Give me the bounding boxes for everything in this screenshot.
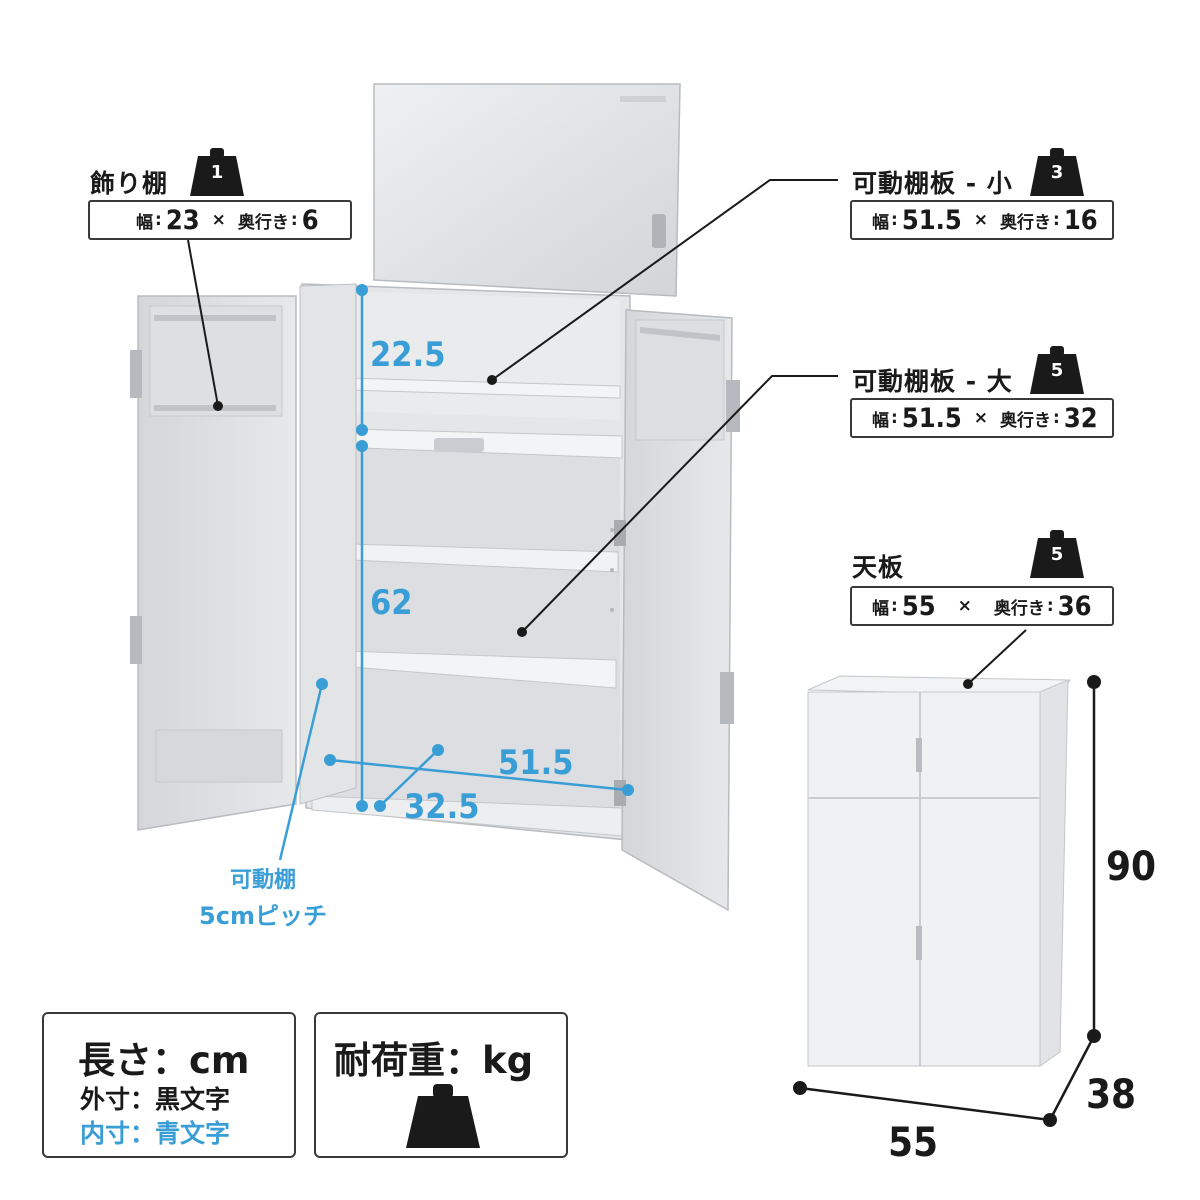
adjustable-line1: 可動棚 [229, 868, 296, 893]
leader-lines [187, 179, 1027, 685]
inner-depth-value: 32.5 [404, 787, 479, 827]
decor-shelf-spec: 幅: 23 × 奥行き: 6 [88, 200, 352, 240]
weight-icon: 5 [1030, 530, 1084, 578]
adjustable-shelf-note: 可動棚 5cmピッチ [186, 862, 340, 931]
depth-label: 奥行き [237, 212, 289, 233]
depth-value: 32 [1063, 402, 1098, 434]
right-door [614, 309, 740, 912]
times-sign: × [973, 408, 988, 428]
outer-dimension-lines [793, 675, 1101, 1127]
cabinet-lid [373, 83, 681, 297]
times-sign: × [211, 210, 226, 230]
width-label: 幅 [136, 212, 153, 233]
left-inner-door [299, 283, 357, 805]
top-board-spec: 幅: 55 × 奥行き: 36 [850, 586, 1114, 626]
leader-dots [213, 375, 973, 689]
weight-icon: 3 [1030, 148, 1084, 196]
decor-shelf-title: 飾り棚 [90, 169, 169, 198]
closed-cabinet [807, 675, 1071, 1067]
large-shelf-spec: 幅: 51.5 × 奥行き: 32 [850, 398, 1114, 438]
weight-icon [406, 1084, 480, 1148]
cabinet-body [301, 283, 631, 841]
left-door [130, 295, 297, 831]
top-board-title: 天板 [852, 553, 905, 582]
small-shelf-weight: 3 [1050, 162, 1064, 183]
decor-shelf-weight: 1 [210, 162, 224, 183]
large-shelf-weight: 5 [1050, 360, 1064, 381]
small-shelf-spec: 幅: 51.5 × 奥行き: 16 [850, 200, 1114, 240]
weight-icon: 1 [190, 148, 244, 196]
depth-value: 36 [1057, 590, 1092, 622]
inner-dimension-lines [278, 284, 634, 861]
length-title: 長さ：cm [78, 1039, 250, 1082]
inner-width-value: 51.5 [498, 743, 573, 783]
large-shelf-title: 可動棚板 - 大 [852, 367, 1013, 396]
width-label: 幅 [872, 410, 889, 431]
width-value: 51.5 [901, 204, 962, 236]
outer-height-value: 90 [1106, 844, 1156, 890]
adjustable-line2: 5cmピッチ [199, 902, 327, 930]
weight-icon: 5 [1030, 346, 1084, 394]
depth-value: 16 [1063, 204, 1098, 236]
width-label: 幅 [872, 598, 889, 619]
width-label: 幅 [872, 212, 889, 233]
width-value: 51.5 [901, 402, 962, 434]
length-legend: 長さ：cm 外寸：黒文字 内寸：青文字 [42, 1012, 296, 1158]
depth-label: 奥行き [993, 598, 1045, 619]
outer-width-value: 55 [888, 1120, 938, 1166]
outer-label: 外寸：黒文字 [80, 1085, 231, 1114]
depth-label: 奥行き [1000, 212, 1051, 233]
top-board-weight: 5 [1050, 544, 1064, 565]
width-value: 55 [901, 590, 936, 622]
load-title: 耐荷重：kg [334, 1039, 534, 1082]
times-sign: × [973, 210, 988, 230]
depth-label: 奥行き [1000, 410, 1051, 431]
load-legend: 耐荷重：kg [314, 1012, 568, 1158]
upper-height-value: 22.5 [370, 335, 445, 375]
width-value: 23 [165, 204, 200, 236]
times-sign: × [957, 596, 972, 616]
inner-label: 内寸：青文字 [80, 1119, 231, 1148]
outer-depth-value: 38 [1086, 1072, 1136, 1118]
small-shelf-title: 可動棚板 - 小 [852, 169, 1013, 198]
depth-value: 6 [301, 204, 319, 236]
lower-height-value: 62 [370, 583, 413, 623]
